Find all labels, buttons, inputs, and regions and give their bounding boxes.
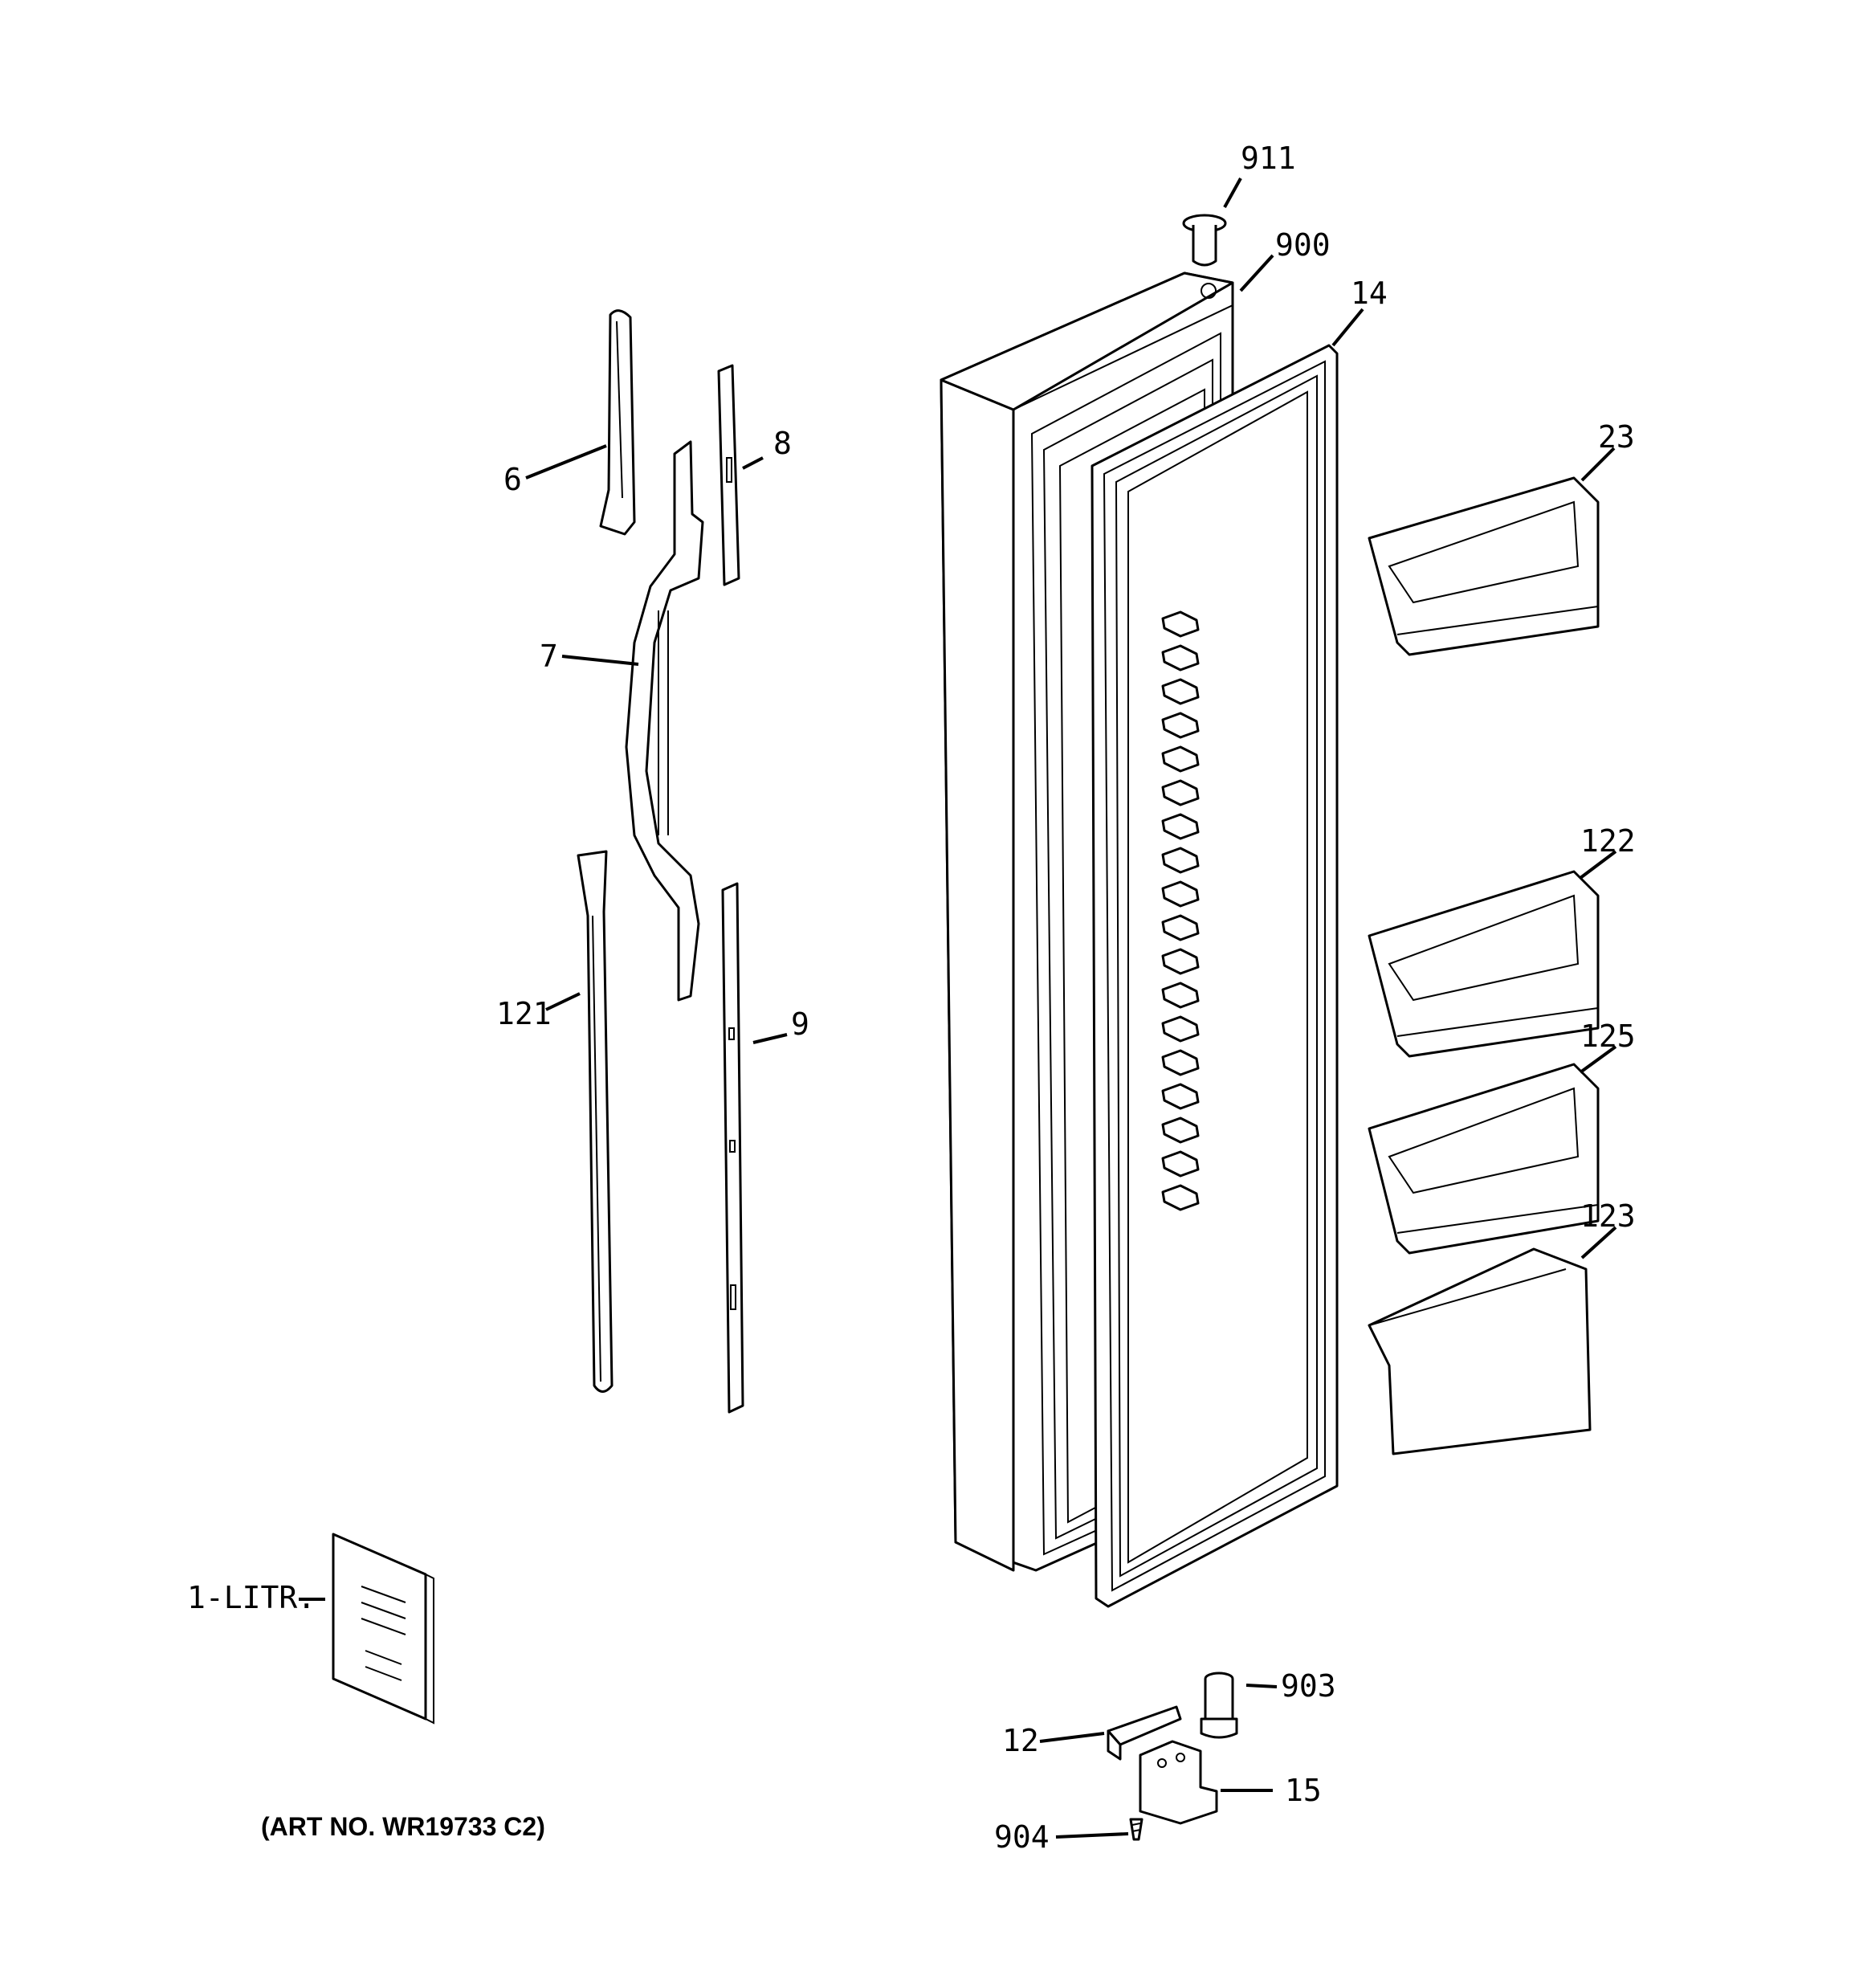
callout-9: 9 [791, 1006, 809, 1042]
callout-125: 125 [1580, 1018, 1636, 1054]
door-handle [625, 440, 704, 1002]
shelf-clip [1161, 712, 1200, 739]
art-number-caption: (ART NO. WR19733 C2) [261, 1812, 545, 1841]
hinge-15 [1139, 1740, 1218, 1825]
callout-labels: 911 900 14 6 8 7 23 122 125 123 121 9 1-… [187, 141, 1636, 1855]
door-bin-23 [1368, 476, 1600, 656]
callout-904: 904 [994, 1819, 1050, 1855]
callout-123: 123 [1580, 1198, 1636, 1234]
callout-911: 911 [1241, 141, 1296, 176]
door-bin-123 [1368, 1247, 1592, 1455]
callout-12: 12 [1002, 1723, 1039, 1758]
hinge-bushing [1182, 214, 1227, 267]
shelf-clip [1161, 880, 1200, 908]
shelf-clip [1161, 779, 1200, 806]
callout-122: 122 [1580, 823, 1636, 859]
door-bin-122 [1368, 870, 1600, 1058]
callout-23: 23 [1598, 419, 1635, 455]
door-bin-125 [1368, 1063, 1600, 1255]
callout-903: 903 [1281, 1668, 1336, 1704]
shelf-clip [1161, 813, 1200, 840]
shelf-clip [1161, 1184, 1200, 1211]
callout-15: 15 [1285, 1773, 1322, 1808]
shelf-clip [1161, 610, 1200, 638]
callout-14: 14 [1351, 276, 1388, 311]
shelf-clip-column [1161, 610, 1200, 1211]
handle-trim-bottom [721, 882, 744, 1414]
shelf-clip [1161, 847, 1200, 874]
callout-121: 121 [496, 996, 552, 1031]
shelf-clip [1161, 948, 1200, 975]
shelf-clip [1161, 678, 1200, 705]
shelf-clip [1161, 1150, 1200, 1178]
shelf-clip [1161, 644, 1200, 672]
door-gasket [1090, 344, 1339, 1608]
handle-trim-top [717, 364, 740, 586]
callout-8: 8 [773, 426, 792, 461]
screw-904 [1129, 1818, 1143, 1841]
callout-900: 900 [1275, 227, 1331, 263]
literature-booklet [332, 1533, 434, 1725]
shelf-clip [1161, 1116, 1200, 1144]
shelf-clip [1161, 745, 1200, 773]
hinge-pin-903 [1200, 1672, 1238, 1739]
handle-endcap-top [599, 309, 636, 536]
hinge-bracket-12 [1107, 1705, 1182, 1761]
shelf-clip [1161, 1083, 1200, 1110]
handle-endcap-bottom [577, 850, 614, 1393]
shelf-clip [1161, 1049, 1200, 1076]
shelf-clip [1161, 982, 1200, 1009]
callout-7: 7 [540, 639, 558, 674]
shelf-clip [1161, 1015, 1200, 1043]
callout-6: 6 [503, 462, 522, 497]
leader-lines [299, 178, 1617, 1839]
callout-1-litr: 1-LITR. [187, 1580, 316, 1615]
shelf-clip [1161, 914, 1200, 941]
